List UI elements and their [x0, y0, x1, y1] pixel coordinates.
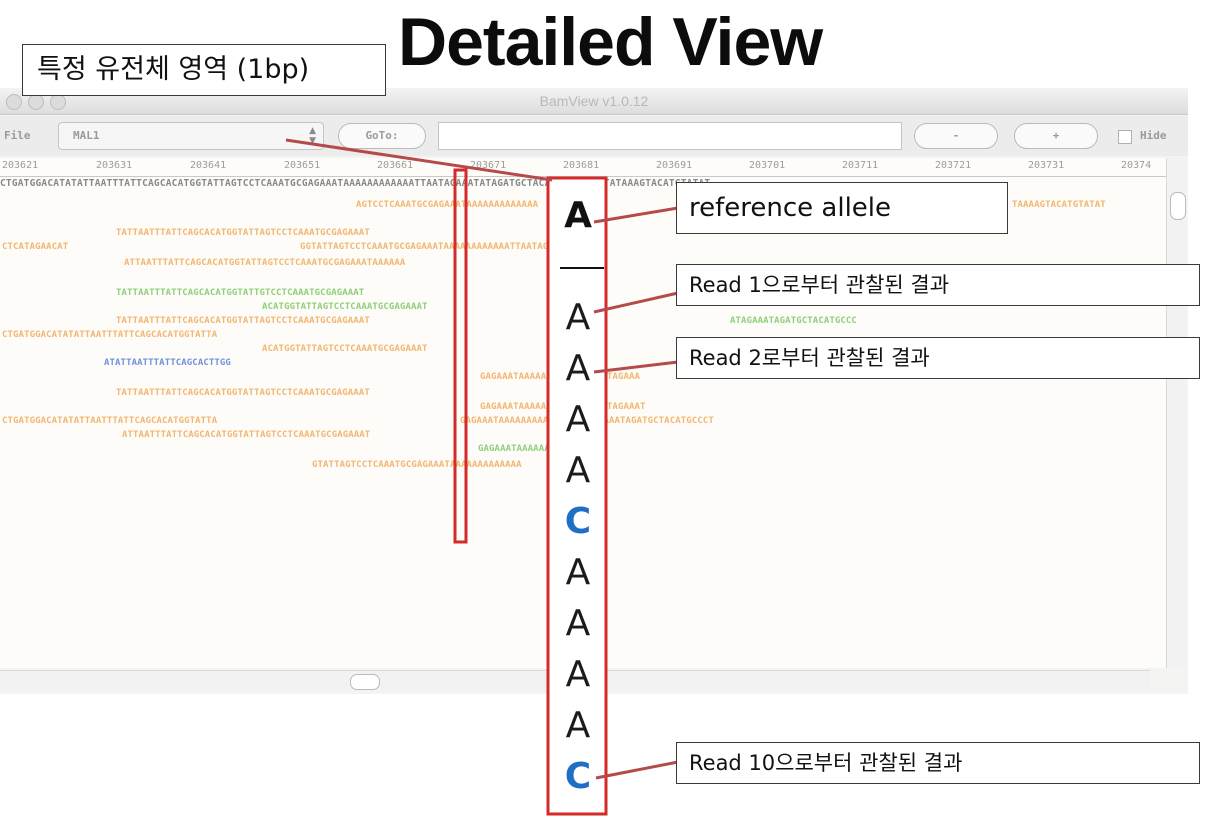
window-title: BamView v1.0.12 — [539, 93, 649, 109]
ruler-tick: 203661 — [377, 160, 414, 171]
ruler-tick: 203701 — [749, 160, 786, 171]
file-label: File — [4, 129, 31, 142]
close-window-button[interactable] — [6, 94, 22, 110]
read-line: GAGAAATAAAAAAA — [478, 444, 556, 454]
ruler-tick: 203721 — [935, 160, 972, 171]
read-line: CTGATGGACATATATTAATTTATTCAGCACATGGTATTA — [2, 416, 218, 426]
ruler-tick: 203631 — [96, 160, 133, 171]
read1-connector-line — [593, 291, 679, 314]
read-line: TATTAATTTATTCAGCACATGGTATTAGTCCTCAAATGCG… — [116, 228, 370, 238]
read-line: ACATGGTATTAGTCCTCAAATGCGAGAAAT — [262, 302, 428, 312]
read-line: TAAAAGTACATGTATAT — [1012, 200, 1106, 210]
read-line: AGTCCTCAAATGCGAGAAATAAAAAAAAAAAAA — [356, 200, 539, 210]
read-line: ATTAATTTATTCAGCACATGGTATTAGTCCTCAAATGCGA… — [124, 258, 406, 268]
ruler-tick: 203711 — [842, 160, 879, 171]
ruler-tick: 203671 — [470, 160, 507, 171]
read-base-9: A — [565, 705, 591, 746]
read10-connector-line — [595, 760, 679, 780]
ruler-tick: 20374 — [1121, 160, 1152, 171]
read-line: ACATGGTATTAGTCCTCAAATGCGAGAAAT — [262, 344, 428, 354]
reference-allele-callout: reference allele — [676, 182, 1008, 234]
read-base-1: A — [565, 297, 591, 338]
reference-sequence: CTGATGGACATATATTAATTTATTCAGCACATGGTATTAG… — [0, 178, 711, 189]
goto-button[interactable]: GoTo: — [338, 123, 426, 149]
ruler-tick: 203681 — [563, 160, 600, 171]
read-line: TATTAATTTATTCAGCACATGGTATTGTCCTCAAATGCGA… — [116, 288, 365, 298]
ruler-tick: 203731 — [1028, 160, 1065, 171]
hide-checkbox[interactable] — [1118, 130, 1132, 144]
read2-callout: Read 2로부터 관찰된 결과 — [676, 337, 1200, 379]
zoom-out-button[interactable]: - — [914, 123, 998, 149]
ruler-tick: 203651 — [284, 160, 321, 171]
read-line: CTCATAGAACAT — [2, 242, 69, 252]
read-base-6: A — [565, 552, 591, 593]
goto-input[interactable] — [438, 122, 902, 150]
read-base-8: A — [565, 654, 591, 695]
read-base-5: C — [564, 501, 592, 542]
read-line: GGTATTAGTCCTCAAATGCGAGAAATAAAAAAAAAAAATT… — [300, 242, 576, 252]
read-line: ATATTAATTTATTCAGCACTTGG — [104, 358, 231, 368]
read2-connector-line — [593, 360, 679, 374]
region-connector-line — [285, 138, 553, 182]
ruler-tick: 203691 — [656, 160, 693, 171]
file-select[interactable]: MAL1 ▲▼ — [58, 122, 324, 150]
read-line: TATTAATTTATTCAGCACATGGTATTAGTCCTCAAATGCG… — [116, 316, 370, 326]
zoom-in-button[interactable]: + — [1014, 123, 1098, 149]
read-line: GTATTAGTCCTCAAATGCGAGAAATAAAAAAAAAAAAA — [312, 460, 522, 470]
file-select-value: MAL1 — [73, 129, 100, 142]
read-base-7: A — [565, 603, 591, 644]
read-base-2: A — [565, 348, 591, 389]
read-line: ATTAATTTATTCAGCACATGGTATTAGTCCTCAAATGCGA… — [122, 430, 371, 440]
read-base-3: A — [565, 399, 591, 440]
ruler-tick: 203621 — [2, 160, 39, 171]
read10-callout: Read 10으로부터 관찰된 결과 — [676, 742, 1200, 784]
base-column-highlight — [546, 176, 608, 816]
read-base-10: C — [564, 756, 592, 797]
genome-region-highlight — [453, 168, 468, 544]
region-label-callout: 특정 유전체 영역 (1bp) — [22, 44, 386, 96]
read-base-4: A — [565, 450, 591, 491]
hide-label: Hide — [1140, 129, 1167, 142]
vertical-scroll-thumb[interactable] — [1170, 192, 1186, 220]
read1-callout: Read 1으로부터 관찰된 결과 — [676, 264, 1200, 306]
horizontal-scroll-thumb[interactable] — [350, 674, 380, 690]
read-line: CTGATGGACATATATTAATTTATTCAGCACATGGTATTA — [2, 330, 218, 340]
reference-base: A — [564, 195, 592, 236]
reference-connector-line — [593, 206, 679, 224]
updown-arrows-icon: ▲▼ — [309, 126, 316, 146]
slide-title: Detailed View — [398, 4, 823, 80]
read-line: ATAGAAATAGATGCTACATGCCC — [730, 316, 857, 326]
ruler-tick: 203641 — [190, 160, 227, 171]
toolbar: File MAL1 ▲▼ GoTo: - + Hide — [0, 116, 1188, 156]
read-line: TATTAATTTATTCAGCACATGGTATTAGTCCTCAAATGCG… — [116, 388, 370, 398]
